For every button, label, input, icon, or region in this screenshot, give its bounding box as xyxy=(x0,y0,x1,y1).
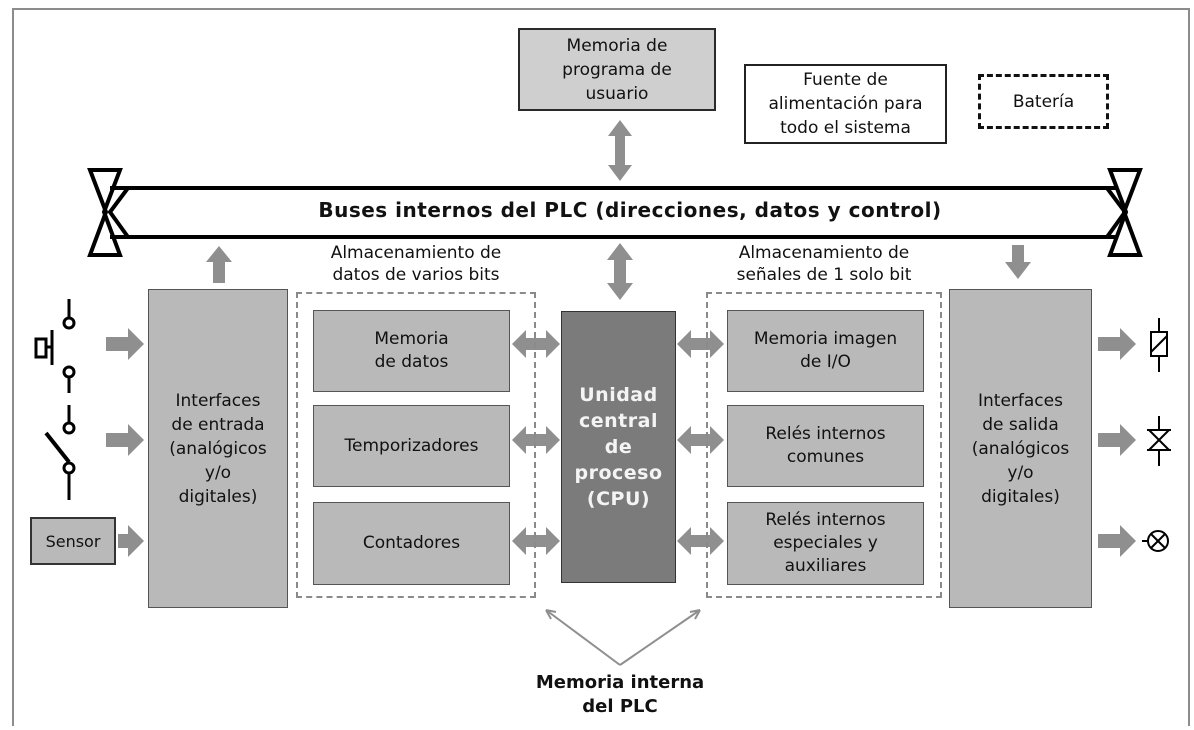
arrow-output-valve xyxy=(1098,424,1136,456)
data-memory-block: Memoria de datos xyxy=(313,310,510,392)
counters-label: Contadores xyxy=(362,533,461,553)
lamp-output-icon xyxy=(1142,530,1169,552)
timers-label: Temporizadores xyxy=(344,435,479,456)
special-relays-block: Relés internos especiales y auxiliares xyxy=(727,502,924,585)
arrow-switch-input xyxy=(106,424,144,456)
valve-output-icon xyxy=(1147,416,1171,466)
push-button-icon xyxy=(34,299,76,393)
input-interface-label: Interfaces de entrada (analógicos y/o di… xyxy=(169,390,267,507)
io-image-memory-block: Memoria imagen de I/O xyxy=(727,310,924,392)
program-memory-label: Memoria de programa de usuario xyxy=(562,35,672,104)
cpu-label: Unidad central de proceso (CPU) xyxy=(574,384,663,510)
common-relays-label: Relés internos comunes xyxy=(765,424,886,467)
bus-label: Buses internos del PLC (direcciones, dat… xyxy=(318,198,942,222)
internal-bus xyxy=(87,168,1143,257)
arrow-program-memory-bus xyxy=(608,120,632,181)
special-relays-label: Relés internos especiales y auxiliares xyxy=(765,510,886,576)
power-supply-block: Fuente de alimentación para todo el sist… xyxy=(744,64,947,144)
arrow-input-to-bus xyxy=(206,246,232,283)
single-bit-storage-group xyxy=(706,292,942,598)
left-group-title: Almacenamiento de datos de varios bits xyxy=(330,243,502,285)
timers-block: Temporizadores xyxy=(313,405,510,487)
coil-output-icon xyxy=(1150,318,1168,372)
multi-bit-storage-group xyxy=(296,292,536,598)
bus-left-cap xyxy=(87,168,123,257)
arrow-output-coil xyxy=(1098,328,1136,360)
battery-label: Batería xyxy=(1012,91,1075,112)
arrow-bus-to-output xyxy=(1005,245,1031,279)
sensor-block: Sensor xyxy=(30,517,116,565)
figure-frame xyxy=(12,8,1190,726)
bus-right-cap xyxy=(1107,168,1143,257)
internal-memory-caption: Memoria interna del PLC xyxy=(535,672,705,717)
arrow-counters-cpu xyxy=(512,527,560,555)
power-supply-label: Fuente de alimentación para todo el sist… xyxy=(768,70,923,138)
arrow-timers-cpu xyxy=(512,426,560,454)
common-relays-block: Relés internos comunes xyxy=(727,405,924,487)
battery-block: Batería xyxy=(978,74,1109,129)
data-memory-label: Memoria de datos xyxy=(374,329,449,372)
arrow-button-input xyxy=(106,328,144,360)
sensor-label: Sensor xyxy=(45,531,101,551)
right-group-title: Almacenamiento de señales de 1 solo bit xyxy=(736,243,912,285)
input-interface-block: Interfaces de entrada (analógicos y/o di… xyxy=(148,289,288,608)
bus-left-arrowhead xyxy=(107,186,130,239)
output-interface-block: Interfaces de salida (analógicos y/o dig… xyxy=(949,289,1092,608)
bus-lines xyxy=(110,186,1125,239)
io-image-memory-label: Memoria imagen de I/O xyxy=(753,329,898,372)
counters-block: Contadores xyxy=(313,502,510,585)
output-interface-label: Interfaces de salida (analógicos y/o dig… xyxy=(971,390,1070,507)
cpu-block: Unidad central de proceso (CPU) xyxy=(561,311,676,583)
arrow-data-memory-cpu xyxy=(512,330,560,358)
internal-memory-pointers xyxy=(545,609,701,666)
arrow-bus-cpu xyxy=(607,243,633,300)
arrow-cpu-common-relays xyxy=(677,426,724,454)
flow-arrows xyxy=(106,120,1136,557)
arrow-sensor-input xyxy=(118,525,144,557)
program-memory-block: Memoria de programa de usuario xyxy=(518,28,716,111)
arrow-output-lamp xyxy=(1098,525,1136,557)
arrow-cpu-special-relays xyxy=(677,527,724,555)
switch-icon xyxy=(44,405,76,500)
arrow-cpu-io-image xyxy=(677,330,724,358)
